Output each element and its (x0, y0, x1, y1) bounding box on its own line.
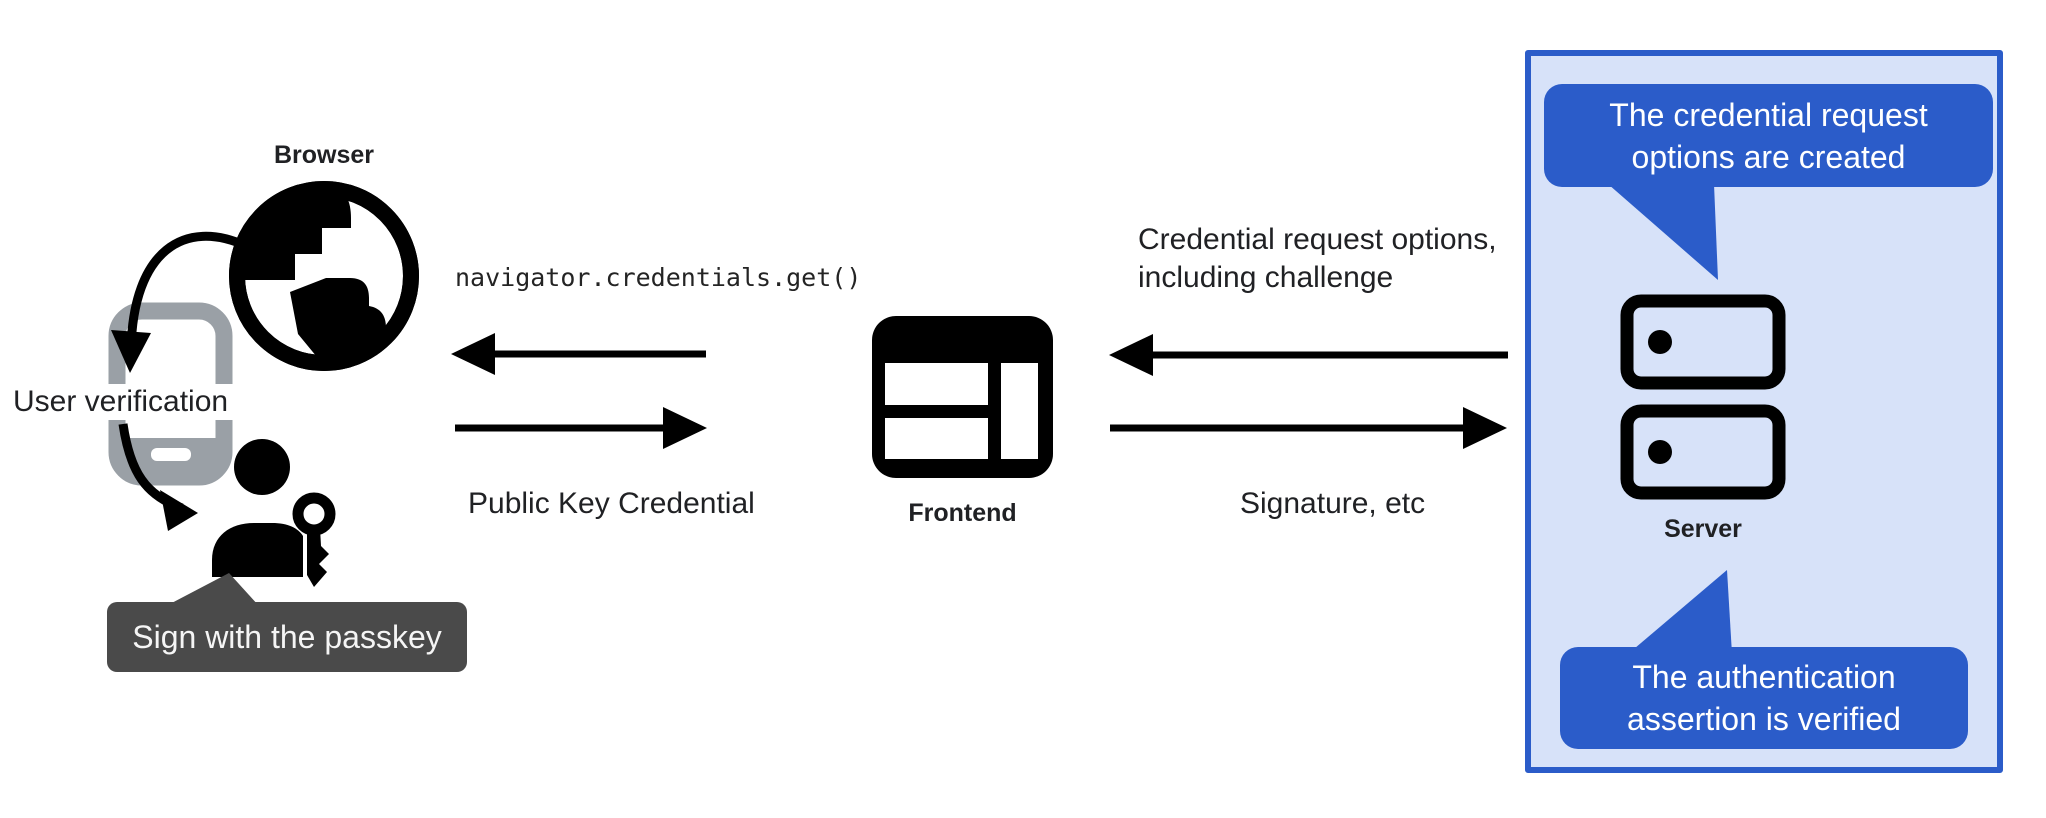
bubble-top-line2: options are created (1631, 138, 1906, 175)
bubble-top-line1: The credential request (1609, 96, 1928, 133)
credential-request-options-label: Credential request options, including ch… (1138, 221, 1497, 297)
assertion-verified-bubble: The authentication assertion is verified (1560, 647, 1968, 749)
arrow-server-to-frontend (1109, 334, 1508, 376)
sign-with-passkey-tooltip: Sign with the passkey (107, 602, 467, 672)
user-verification-label: User verification (8, 384, 234, 420)
signature-label: Signature, etc (1240, 487, 1426, 520)
user-with-passkey-icon (212, 439, 336, 587)
credential-request-options-line2: including challenge (1138, 261, 1394, 294)
bubble-bottom-line2: assertion is verified (1627, 701, 1901, 737)
server-stack-icon (1620, 294, 1786, 500)
arrow-frontend-to-server (1110, 407, 1507, 449)
server-label: Server (1664, 515, 1742, 543)
globe-browser-icon (229, 181, 419, 371)
api-call-label: navigator.credentials.get() (455, 263, 862, 292)
arrow-frontend-to-browser (451, 333, 706, 375)
frontend-label: Frontend (908, 499, 1017, 527)
bubble-bottom-line1: The authentication (1632, 659, 1896, 695)
sign-with-passkey-text: Sign with the passkey (132, 618, 442, 655)
credential-request-created-bubble: The credential request options are creat… (1544, 84, 1993, 187)
credential-request-options-line1: Credential request options, (1138, 223, 1497, 256)
public-key-credential-label: Public Key Credential (468, 487, 755, 520)
arrow-browser-to-frontend (455, 407, 707, 449)
browser-label: Browser (273, 141, 375, 169)
web-layout-icon (872, 316, 1053, 478)
